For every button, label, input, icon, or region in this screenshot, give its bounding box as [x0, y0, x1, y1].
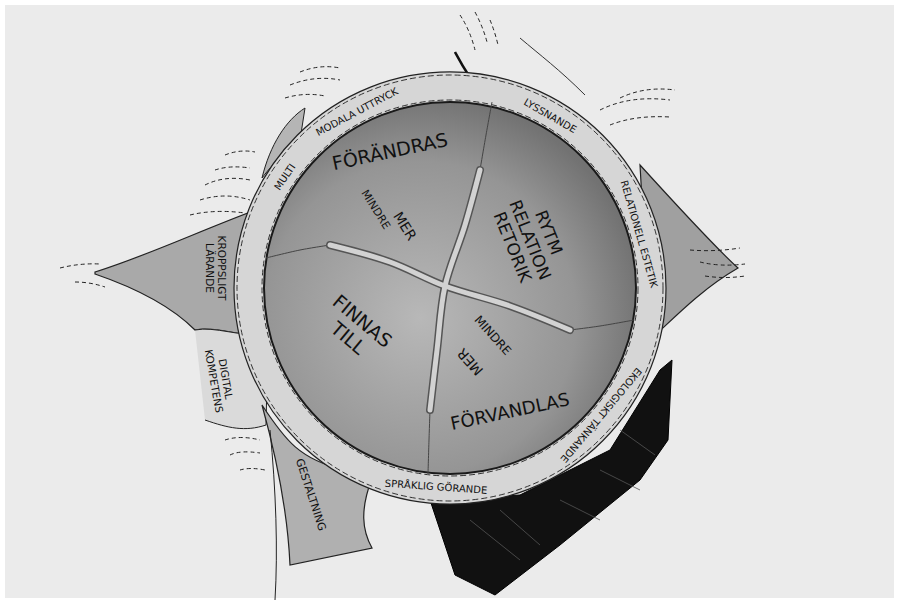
ring-label: KROPPSLIGT LÄRANDE [204, 236, 228, 301]
crease-line [520, 38, 585, 95]
ground [5, 5, 894, 598]
circle-node: FÖRÄNDRASMERMINDRERYTM RELATION RETORIKF… [263, 101, 637, 475]
scribble [60, 264, 105, 287]
crack-line [570, 320, 634, 330]
scribble [190, 151, 255, 215]
ring-band [234, 72, 666, 504]
circle-disc [264, 102, 636, 474]
crack-line [480, 102, 492, 170]
crack-line [428, 410, 430, 474]
scribble [225, 438, 265, 471]
crack-line [266, 245, 330, 258]
dashed-edge [262, 100, 638, 476]
scribble [285, 67, 340, 98]
scribble [690, 248, 745, 278]
crease-line [270, 430, 276, 600]
dashed-edge [237, 75, 663, 501]
scribble [460, 12, 498, 50]
scribble [600, 89, 675, 125]
